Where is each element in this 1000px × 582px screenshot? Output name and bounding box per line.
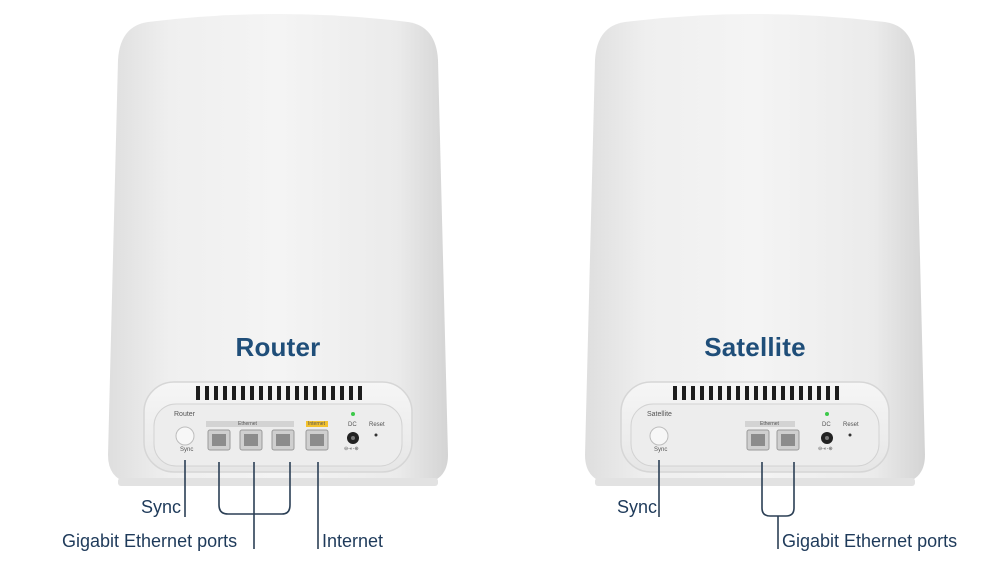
- reset-button[interactable]: [374, 433, 378, 437]
- router-dc-label: DC: [348, 422, 357, 428]
- power-led: [825, 412, 829, 416]
- router-body: [108, 14, 448, 486]
- ethernet-ports[interactable]: [746, 429, 800, 451]
- router-ethernet-callout: Gigabit Ethernet ports: [62, 531, 238, 551]
- satellite-dc-label: DC: [822, 422, 831, 428]
- satellite-sync-label: Sync: [654, 447, 668, 453]
- satellite-reset-label: Reset: [843, 422, 859, 428]
- router-sync-callout: Sync: [141, 497, 182, 517]
- internet-port[interactable]: [305, 429, 329, 451]
- router-sync-label: Sync: [180, 447, 194, 453]
- power-led: [351, 412, 355, 416]
- router-panel-model: Router: [174, 411, 196, 418]
- router-ethernet-label: Ethernet: [238, 421, 257, 427]
- router-unit: Router Router Ethernet Internet Sync DC …: [88, 0, 468, 500]
- router-reset-label: Reset: [369, 422, 385, 428]
- satellite-panel-model: Satellite: [647, 411, 672, 418]
- reset-button[interactable]: [848, 433, 852, 437]
- satellite-body: [585, 14, 925, 486]
- vent-slots: [196, 386, 362, 400]
- router-internet-label: Internet: [308, 421, 325, 427]
- satellite-title: Satellite: [704, 332, 806, 362]
- router-title: Router: [235, 332, 321, 362]
- satellite-ethernet-callout: Gigabit Ethernet ports: [782, 531, 958, 551]
- router-internet-callout: Internet: [322, 531, 384, 551]
- satellite-sync-callout: Sync: [617, 497, 658, 517]
- router-dc-symbol: ⊖-◐-⊕: [344, 446, 359, 452]
- ethernet-ports[interactable]: [207, 429, 295, 451]
- sync-button[interactable]: [175, 426, 195, 446]
- satellite-unit: Satellite Satellite Ethernet Sync DC Res…: [565, 0, 945, 500]
- satellite-dc-symbol: ⊖-◐-⊕: [818, 446, 833, 452]
- vent-slots: [673, 386, 839, 400]
- sync-button[interactable]: [649, 426, 669, 446]
- satellite-ethernet-label: Ethernet: [760, 421, 779, 427]
